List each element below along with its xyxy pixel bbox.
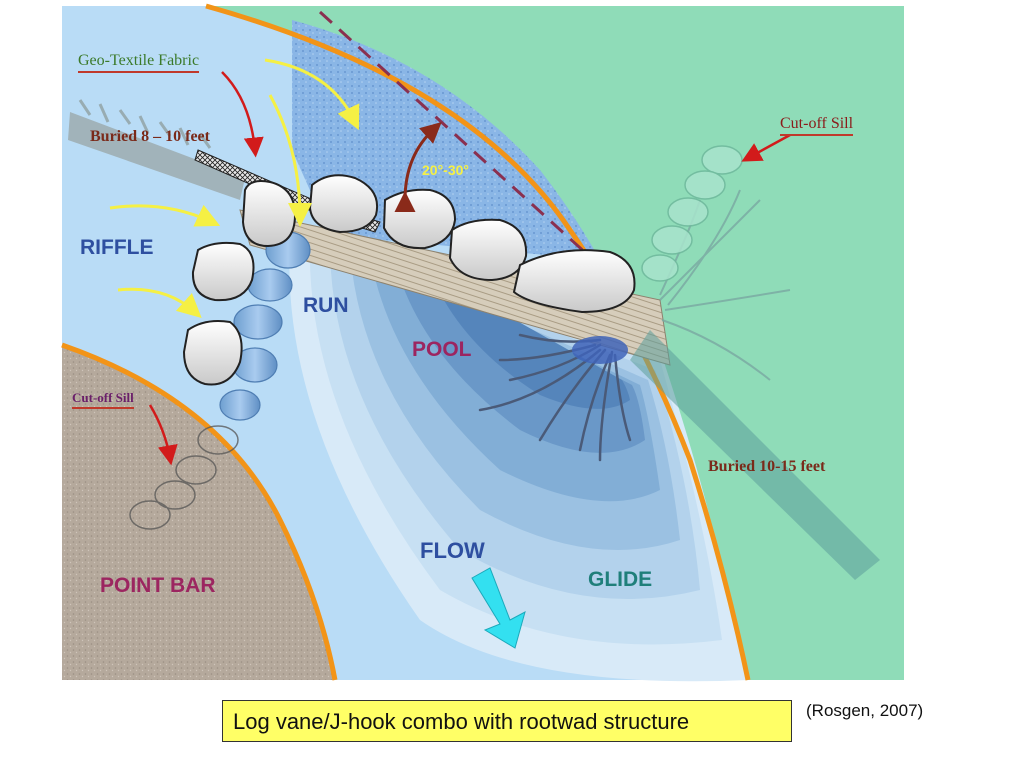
point-bar-area	[62, 345, 335, 680]
riffle-step-stones	[219, 231, 311, 421]
label-glide: GLIDE	[588, 568, 653, 591]
label-buried-top: Buried 8 – 10 feet	[90, 128, 210, 145]
label-flow: FLOW	[420, 538, 485, 563]
caption-text: Log vane/J-hook combo with rootwad struc…	[233, 709, 690, 734]
caption-box: Log vane/J-hook combo with rootwad struc…	[222, 700, 792, 742]
yellow-flow-arrows	[109, 58, 360, 319]
label-riffle: RIFFLE	[80, 236, 154, 259]
label-cutoff-sill-left: Cut-off Sill	[72, 390, 134, 409]
boulders	[182, 174, 636, 386]
label-geo-textile-fabric: Geo-Textile Fabric	[78, 52, 200, 73]
flow-arrow-icon	[471, 567, 526, 649]
cutoff-sill-right-stones	[641, 145, 743, 282]
citation: (Rosgen, 2007)	[806, 701, 924, 720]
label-run: RUN	[303, 294, 349, 317]
rootwad-core	[572, 336, 628, 364]
label-cutoff-sill-right: Cut-off Sill	[780, 115, 854, 136]
point-bar-edge	[61, 342, 338, 681]
label-point-bar: POINT BAR	[100, 574, 216, 597]
label-pool: POOL	[412, 338, 472, 361]
red-pointer-arrows	[148, 71, 791, 466]
label-buried-right: Buried 10-15 feet	[708, 458, 826, 475]
angle-arrow	[394, 121, 442, 213]
vane-angle-reference	[318, 10, 612, 277]
cutoff-sill-left-stones	[129, 425, 239, 530]
label-angle: 20°-30°	[422, 162, 470, 178]
buried-log-left	[68, 99, 245, 200]
buried-log-right	[630, 330, 880, 580]
